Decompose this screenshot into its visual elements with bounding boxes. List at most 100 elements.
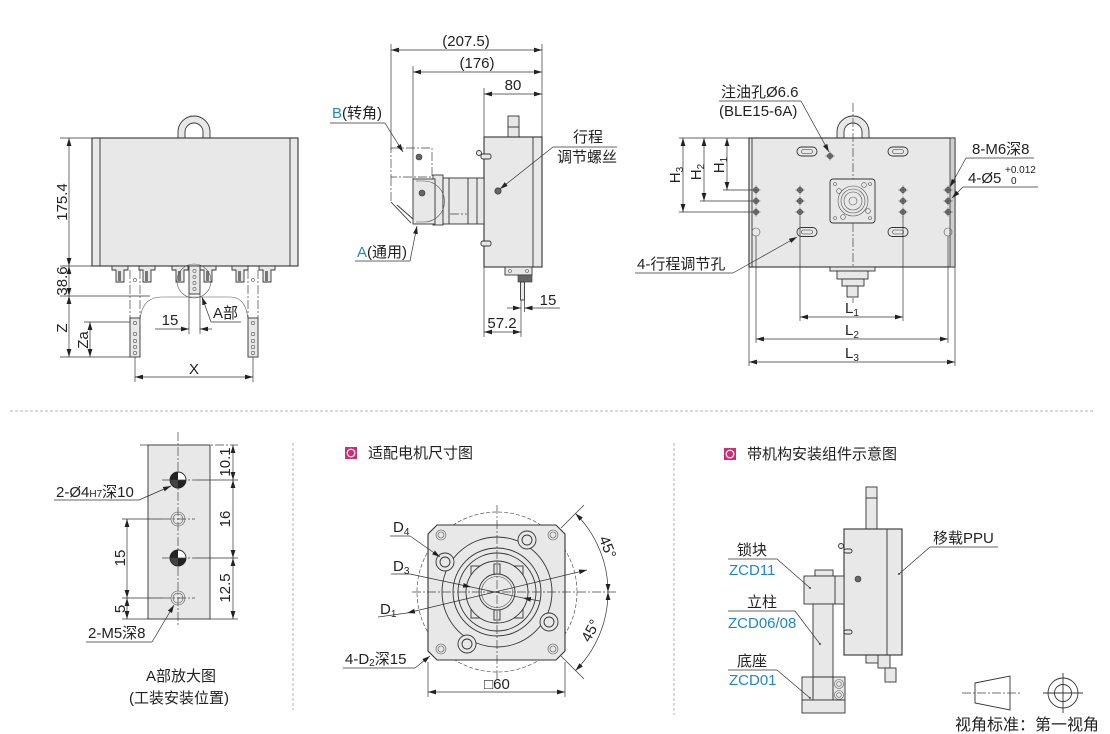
label-a: A(通用): [357, 244, 407, 261]
dim-shaft-label: 15: [540, 292, 557, 309]
d2-hole: [435, 643, 447, 655]
strip-hole: [192, 269, 197, 273]
angle-arc-upper: [575, 513, 611, 593]
d4-holes: [435, 530, 559, 654]
cable-stub: [520, 281, 525, 301]
base-screw: [836, 692, 842, 698]
label-a-leader: [409, 225, 418, 262]
front-view: 175.4 38.6 Z Za 15 A部 X: [54, 115, 299, 382]
assembly-section: 带机构安装组件示意图 锁块 ZCD11 立柱 ZCD06/08 底座: [724, 445, 998, 714]
pin-hole: [133, 344, 138, 349]
ppu-knob: [838, 543, 844, 549]
dim-top-label: 10.1: [217, 447, 234, 476]
d3-leader: [409, 573, 472, 588]
detail-a-callout-circle: [176, 263, 212, 299]
dim-l2-label: L2: [845, 322, 859, 341]
motor-bore: [848, 196, 858, 206]
pin-hole: [251, 350, 256, 355]
d4-hole: [461, 638, 473, 650]
projection-label: 视角标准：第一视角: [955, 716, 1099, 734]
ppu-pin: [843, 548, 853, 554]
base-block: [801, 676, 814, 701]
dim-l1-main: L: [845, 300, 853, 317]
dim-h3-main: H: [667, 172, 684, 183]
motor-screw: [865, 208, 871, 214]
first-angle-projection-icon: [962, 673, 1083, 713]
motor-screw: [868, 216, 872, 220]
d4-hole: [543, 616, 555, 628]
tooling-strip: [188, 265, 201, 295]
dowel-holes-fit: H7: [89, 489, 102, 500]
part-leader: [794, 610, 821, 645]
dim-connector-label: 38.6: [54, 266, 71, 295]
pin-hole: [251, 344, 256, 349]
mounting-bracket: [111, 265, 129, 283]
dim-h1-label: H1: [711, 156, 730, 173]
d4-leader: [409, 535, 441, 558]
pin-hole: [133, 331, 138, 336]
part-name-base: 底座: [737, 653, 767, 670]
dowel-holes-leader: [138, 485, 172, 501]
stroke-screw-label-line2: 调节螺丝: [557, 149, 617, 166]
lifting-ring: [836, 115, 870, 139]
leader-dot: [898, 573, 900, 575]
dim-body-label: 80: [505, 77, 522, 94]
housing-side-strip: [949, 137, 956, 268]
tapped-holes-leader: [151, 604, 175, 643]
pin-hole: [133, 338, 138, 343]
label-a-letter: A: [357, 244, 367, 261]
part-name-lock-block: 锁块: [737, 542, 767, 559]
stroke-screw-label-line1: 行程: [573, 129, 603, 146]
dim-h2-main: H: [688, 169, 705, 180]
mounting-bracket: [171, 265, 189, 283]
d4-boss: [539, 612, 559, 632]
d3-leader: [522, 597, 541, 602]
strip-hole: [192, 281, 197, 285]
mounting-bracket: [138, 265, 156, 283]
label-b-letter: B: [332, 105, 342, 122]
pin-hole: [133, 320, 138, 325]
d4-main: D: [393, 519, 404, 536]
side-pin: [480, 153, 492, 160]
side-knob: [476, 150, 482, 156]
lock-block-cap: [814, 569, 834, 577]
ppu-bottom-part: [877, 654, 891, 669]
mount-holes-suffix: 深15: [375, 651, 407, 668]
d4-boss: [457, 634, 477, 654]
d2-hole: [549, 645, 557, 653]
bracket-b-screw: [415, 153, 423, 161]
stroke-adjust-slot: [796, 146, 818, 157]
label-b: B(转角): [332, 105, 382, 122]
d3-label: D3: [393, 558, 410, 577]
d1-diameter-line: [406, 569, 588, 614]
motor-screw: [836, 188, 842, 194]
bracket-b-outline: [390, 147, 433, 178]
motor-section-title: 适配电机尺寸图: [368, 445, 473, 462]
locating-pin-left: [129, 270, 141, 358]
dowel-holes-label: 2-Ø4H7深10: [56, 484, 134, 501]
dim-l2-sub: 2: [853, 330, 859, 341]
dim-total-a-label: (176): [459, 55, 494, 72]
lifting-ring: [177, 115, 211, 139]
unit-housing-side: [483, 136, 543, 268]
d2-hole: [435, 529, 447, 541]
mount-holes-label: 4-D2深15: [345, 651, 406, 669]
dim-l3-main: L: [845, 345, 853, 362]
ppu-bottom-part: [884, 667, 897, 683]
dim-z-label: Z: [54, 323, 71, 332]
side-view: (207.5) (176) 80 57.2: [330, 33, 617, 337]
ppu-label: 移载PPU: [933, 530, 994, 547]
d3-sub: 3: [404, 566, 410, 577]
part-code-lock-block: ZCD11: [729, 562, 775, 579]
stroke-screw-leader: [499, 146, 554, 190]
d4-hole: [439, 556, 451, 568]
bottom-connector: [836, 270, 869, 280]
dim-h1-sub: 1: [719, 156, 730, 162]
pin-holes-tol-upper: +0.012: [1005, 165, 1036, 176]
strip-hole: [192, 287, 197, 291]
part-code-column: ZCD06/08: [728, 615, 796, 632]
lock-block: [803, 575, 845, 605]
dim-za-label: Za: [75, 331, 92, 349]
stroke-adjust-slot: [887, 227, 909, 237]
oil-hole-spec: (BLE15-6A): [719, 103, 797, 120]
